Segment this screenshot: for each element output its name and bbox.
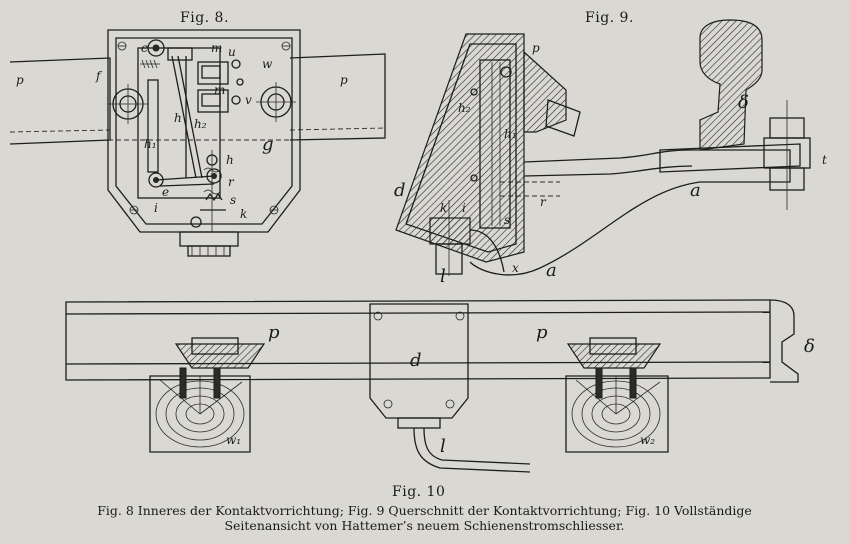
- fig10-letter-w2: w₂: [640, 433, 655, 447]
- fig10-label: Fig. 10: [392, 484, 446, 500]
- fig8-letter-k: k: [240, 207, 247, 221]
- fig10-rail-end: [769, 299, 799, 383]
- fig8-letter-s: s: [230, 193, 236, 207]
- fig8-bolt-right: [256, 82, 296, 122]
- fig10-letter-delta: δ: [804, 336, 815, 357]
- fig8-letter-g: g: [262, 134, 274, 155]
- fig8-letter-p-left: p: [16, 73, 24, 87]
- fig9-letter-x: x: [512, 261, 519, 275]
- fig8-bolt-left: [108, 84, 148, 124]
- fig9-letter-r: r: [540, 195, 547, 209]
- fig9-letter-l: l: [440, 266, 446, 287]
- fig10-drawing: p d p δ w₁ w₂ l: [65, 299, 815, 473]
- fig8-letter-p-right: p: [340, 73, 348, 87]
- fig8-drawing: p p f c m u w m v h h₂ h₁ g h e r i s k: [9, 29, 386, 257]
- fig10-letter-d: d: [410, 350, 422, 371]
- fig8-letter-h-low: h: [226, 153, 234, 167]
- fig8-letter-i: i: [154, 201, 158, 215]
- fig10-contact-box: [369, 303, 469, 419]
- fig9-letter-p: p: [532, 41, 540, 55]
- fig8-letter-r: r: [228, 175, 235, 189]
- fig9-letter-delta: δ: [738, 92, 749, 113]
- caption-line-1: Fig. 8 Inneres der Kontaktvorrichtung; F…: [97, 503, 752, 518]
- fig8-rail-right: [289, 53, 386, 141]
- fig8-letter-h: h: [174, 111, 182, 125]
- fig9-letter-d: d: [394, 180, 406, 201]
- fig9-label: Fig. 9.: [585, 10, 634, 26]
- fig9-letter-a-mid: a: [690, 180, 701, 201]
- fig9-rail-head: [699, 19, 763, 151]
- fig8-rail-left: [9, 57, 111, 145]
- fig10-sleeper-left: [149, 367, 251, 453]
- fig10-letter-w1: w₁: [226, 433, 241, 447]
- fig9-letter-h2: h₂: [458, 101, 471, 115]
- fig8-letter-e: e: [162, 185, 169, 199]
- figure-caption: Fig. 8 Inneres der Kontaktvorrichtung; F…: [30, 503, 819, 533]
- fig9-drawing: p δ h₂ h₁ d t a i r s k l x a: [394, 19, 827, 287]
- fig8-letter-h2: h₂: [194, 117, 207, 131]
- fig9-letter-a-low: a: [546, 260, 557, 281]
- fig8-letter-w: w: [262, 57, 273, 71]
- fig10-letter-l: l: [440, 436, 446, 457]
- fig8-letter-m-mid: m: [214, 83, 225, 97]
- fig10-letter-p-left: p: [268, 322, 280, 343]
- fig8-letter-u: u: [228, 45, 236, 59]
- technical-drawing: p p f c m u w m v h h₂ h₁ g h e r i s k: [9, 19, 827, 473]
- fig9-letter-s: s: [504, 213, 510, 227]
- fig10-cable: [413, 427, 531, 473]
- fig9-arm: [469, 149, 791, 276]
- fig9-letter-i: i: [462, 201, 466, 215]
- fig8-letter-v: v: [245, 93, 252, 107]
- fig9-letter-t: t: [822, 153, 827, 167]
- fig8-letter-f: f: [95, 69, 103, 83]
- fig8-letter-h1: h₁: [144, 137, 157, 151]
- fig9-letter-h1: h₁: [504, 127, 517, 141]
- fig8-housing: [107, 29, 301, 233]
- fig10-letter-p-right: p: [536, 322, 548, 343]
- fig9-letter-k: k: [440, 201, 447, 215]
- caption-line-2: Seitenansicht von Hattemer’s neuem Schie…: [224, 518, 625, 533]
- fig8-label: Fig. 8.: [180, 10, 229, 26]
- fig10-sleeper-right: [565, 367, 669, 453]
- fig10-rail: [65, 299, 771, 381]
- fig8-letter-c: c: [141, 41, 148, 55]
- fig8-letter-m-top: m: [211, 41, 222, 55]
